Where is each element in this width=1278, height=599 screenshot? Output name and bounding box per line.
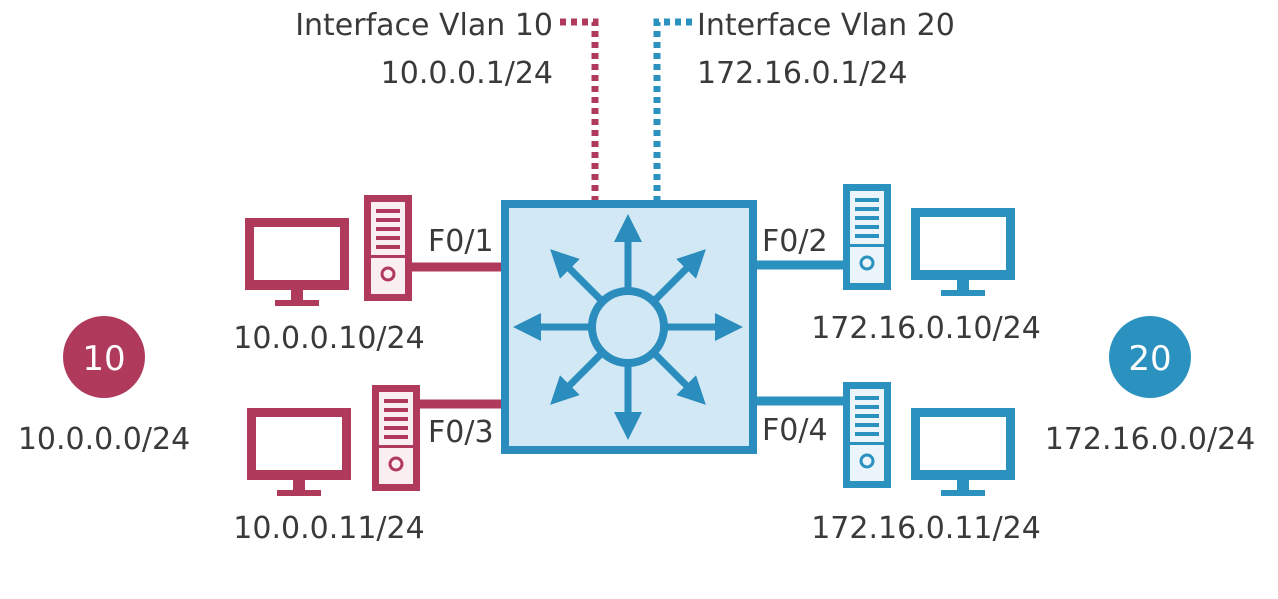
monitor-icon (911, 408, 1015, 496)
host-3: 10.0.0.11/24 (233, 383, 425, 546)
monitor-icon (911, 208, 1015, 296)
vlan-10-subnet: 10.0.0.0/24 (18, 422, 190, 457)
vlan-10-id: 10 (82, 339, 125, 379)
host-2: 172.16.0.10/24 (811, 182, 1041, 346)
host-3-ip: 10.0.0.11/24 (233, 511, 424, 546)
interface-vlan20-name: Interface Vlan 20 (697, 8, 955, 43)
desktop-tower-icon (841, 182, 893, 292)
monitor-icon (245, 218, 349, 306)
interface-vlan10-name: Interface Vlan 10 (295, 8, 553, 43)
interface-vlan10-group: Interface Vlan 10 10.0.0.1/24 (295, 8, 599, 204)
vlan20-virtual-link (653, 18, 692, 204)
port-f01-label: F0/1 (428, 224, 494, 259)
vlan-20-badge: 20 172.16.0.0/24 (1045, 316, 1256, 457)
host-4-ip: 172.16.0.11/24 (811, 511, 1041, 546)
desktop-tower-icon (841, 380, 893, 490)
host-4: 172.16.0.11/24 (811, 380, 1041, 546)
interface-vlan20-group: Interface Vlan 20 172.16.0.1/24 (653, 8, 955, 204)
vlan-20-subnet: 172.16.0.0/24 (1045, 422, 1256, 457)
host-2-ip: 172.16.0.10/24 (811, 311, 1041, 346)
interface-vlan10-ip: 10.0.0.1/24 (381, 56, 553, 91)
monitor-icon (247, 408, 351, 496)
port-f02-label: F0/2 (762, 224, 828, 259)
host-1-ip: 10.0.0.10/24 (233, 321, 424, 356)
desktop-tower-icon (370, 383, 422, 493)
port-f03-label: F0/3 (428, 415, 494, 450)
host-1: 10.0.0.10/24 (233, 193, 425, 356)
vlan-20-id: 20 (1128, 339, 1171, 379)
interface-vlan20-ip: 172.16.0.1/24 (697, 56, 908, 91)
desktop-tower-icon (362, 193, 414, 303)
vlan10-virtual-link (560, 18, 599, 204)
layer3-switch-icon (501, 200, 757, 454)
port-f04-label: F0/4 (762, 413, 828, 448)
vlan-10-badge: 10 10.0.0.0/24 (18, 316, 190, 457)
